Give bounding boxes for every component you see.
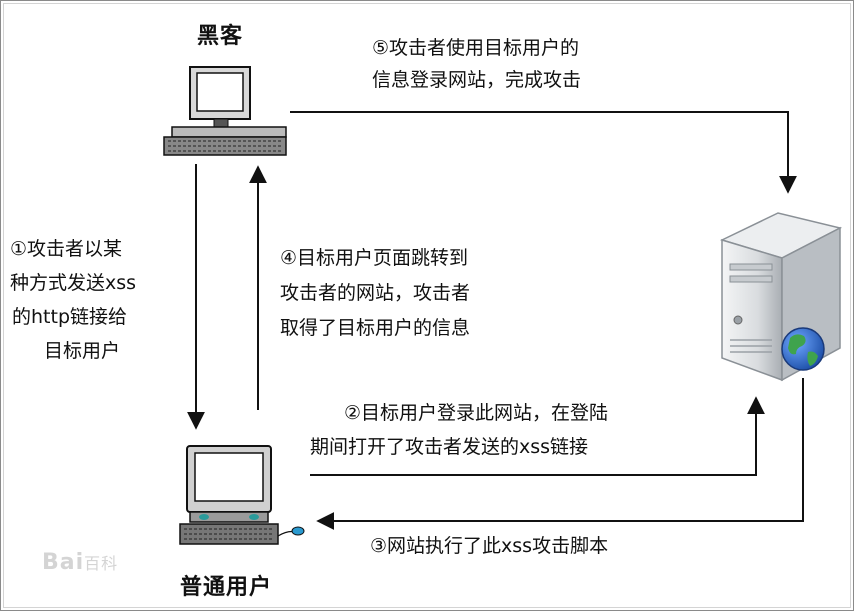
watermark-logo-text: Bai <box>42 550 85 575</box>
arrow-step5 <box>290 111 797 194</box>
arrow-step2 <box>310 396 765 476</box>
step5-line: ⑤攻击者使用目标用户的 <box>372 37 580 59</box>
step3-line: ③网站执行了此xss攻击脚本 <box>370 535 609 557</box>
step2-line: 期间打开了攻击者发送的xss链接 <box>310 436 589 458</box>
step1-line: 目标用户 <box>44 340 121 362</box>
step3-text: ③网站执行了此xss攻击脚本 <box>370 530 608 562</box>
step1-line: 的http链接给 <box>12 306 128 328</box>
step4-line: 攻击者的网站，攻击者 <box>280 282 471 304</box>
step4-line: ④目标用户页面跳转到 <box>280 247 469 269</box>
baidu-watermark-logo: Bai百科 <box>42 550 118 575</box>
watermark-logo-cn: 百科 <box>84 554 119 573</box>
step1-text: ①攻击者以某 种方式发送xss 的http链接给 目标用户 <box>10 232 136 368</box>
step2-text: ②目标用户登录此网站，在登陆 期间打开了攻击者发送的xss链接 <box>310 396 609 464</box>
step1-line: ①攻击者以某 <box>10 238 123 260</box>
globe-icon <box>781 327 825 371</box>
step5-text: ⑤攻击者使用目标用户的 信息登录网站，完成攻击 <box>372 32 581 96</box>
step1-line: 种方式发送xss <box>10 272 137 294</box>
step4-line: 取得了目标用户的信息 <box>280 317 471 339</box>
arrow-step3 <box>316 378 804 530</box>
step4-text: ④目标用户页面跳转到 攻击者的网站，攻击者 取得了目标用户的信息 <box>280 241 470 346</box>
hacker-label: 黑客 <box>197 24 244 49</box>
step5-line: 信息登录网站，完成攻击 <box>372 69 582 91</box>
step2-line: ②目标用户登录此网站，在登陆 <box>344 402 609 424</box>
user-label: 普通用户 <box>180 575 273 600</box>
hacker-computer-icon <box>163 66 287 156</box>
user-computer-icon <box>179 445 305 545</box>
